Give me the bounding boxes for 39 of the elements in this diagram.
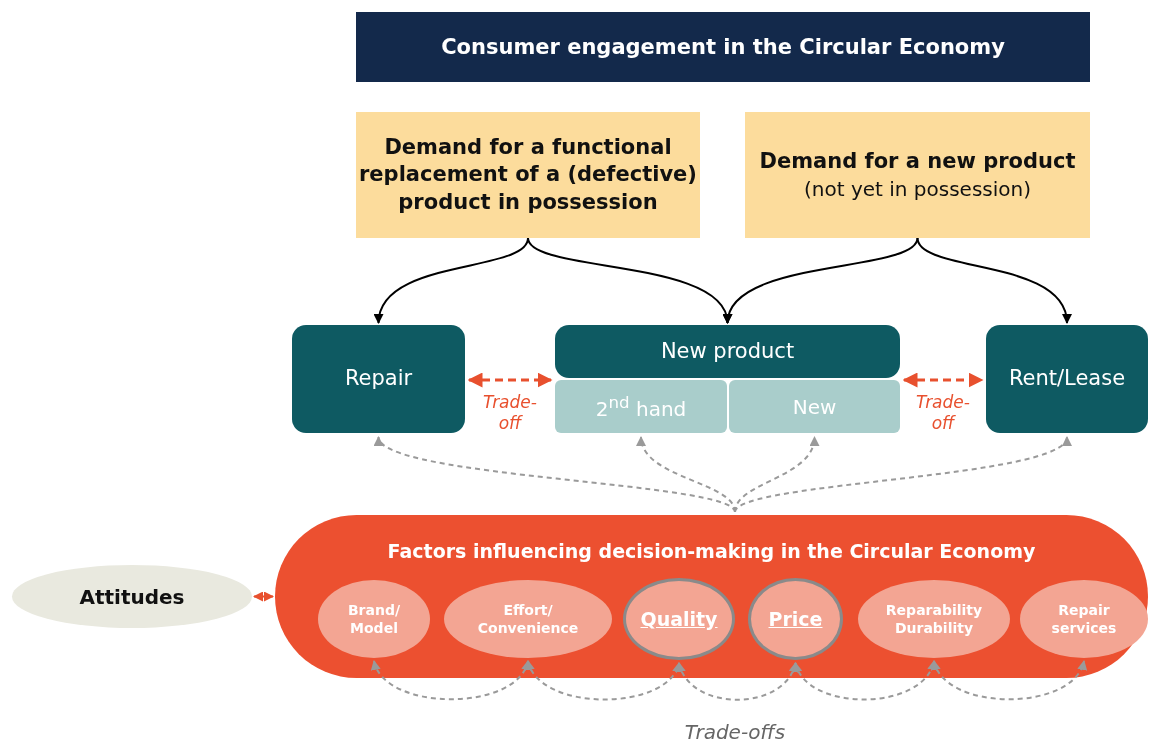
option-box xyxy=(729,380,900,433)
option-box xyxy=(292,325,465,433)
node-text: Demand for a functional replacement of a (defective) product in possession xyxy=(358,134,698,216)
node-text: Rent/Lease xyxy=(1008,365,1126,393)
arrow xyxy=(794,660,936,701)
arrow xyxy=(372,660,530,701)
demand-box xyxy=(745,112,1090,238)
node-subtext: (not yet in possession) xyxy=(804,175,1031,202)
arrow xyxy=(526,660,680,701)
node-text: New product xyxy=(660,337,795,365)
node-text: Repair services xyxy=(1050,600,1118,638)
arrow xyxy=(916,237,1071,324)
node-text: Factors influencing decision-making in the Circular Economy xyxy=(387,539,1036,564)
node-text: Attitudes xyxy=(79,583,185,610)
option-box xyxy=(555,325,900,378)
annotation-text: Trade-offs xyxy=(683,720,787,744)
edge-label: Trade-off xyxy=(482,392,538,435)
edge-label: Trade-off xyxy=(915,392,971,435)
arrow xyxy=(467,372,553,388)
demand-box xyxy=(356,112,700,238)
node-text: Brand/ Model xyxy=(346,600,402,638)
node-text: Reparability Durability xyxy=(884,600,984,638)
node-text: Quality xyxy=(640,606,718,632)
node-text: New xyxy=(792,393,837,420)
node-text: Price xyxy=(768,606,823,632)
arrow xyxy=(377,436,736,513)
arrow xyxy=(677,662,798,701)
arrow xyxy=(253,591,274,602)
node-text: Effort/ Convenience xyxy=(476,600,580,638)
option-box xyxy=(986,325,1148,433)
node-text: Repair xyxy=(344,365,413,393)
arrow xyxy=(902,372,984,388)
node-text: Demand for a new product xyxy=(759,148,1076,176)
option-box xyxy=(555,380,727,433)
node-text: 2$^{nd}$ hand xyxy=(595,391,687,422)
arrow xyxy=(932,660,1086,701)
arrow xyxy=(527,237,730,324)
arrow xyxy=(724,237,919,324)
diagram-title: Consumer engagement in the Circular Economy xyxy=(441,35,1005,59)
